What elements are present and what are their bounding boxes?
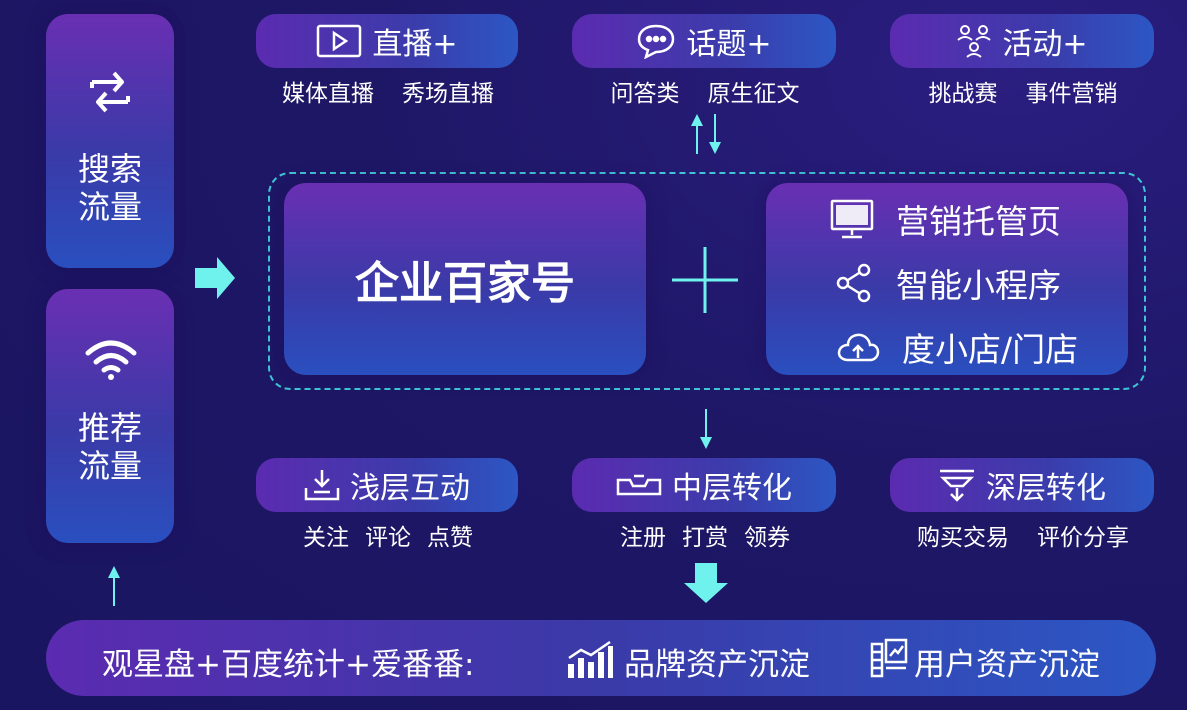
service-label: 营销托管页 [896, 202, 1061, 241]
activity-pill: 活动+ [890, 14, 1154, 68]
live-stream-subs: 媒体直播 秀场直播 [258, 74, 518, 108]
people-network-icon [956, 23, 992, 59]
search-traffic-label: 搜索流量 [77, 150, 142, 226]
deep-title: 深层转化 [986, 471, 1106, 506]
service-row-store: 度小店/门店 [836, 323, 1078, 371]
live-stream-title: 直播+ [372, 27, 458, 62]
arrow-down-icon [700, 409, 712, 453]
sub-item: 问答类 [610, 81, 680, 107]
recommend-traffic-card: 推荐流量 [46, 289, 174, 543]
arrow-right-icon [195, 257, 235, 303]
shallow-subs: 关注评论点赞 [258, 518, 518, 552]
deep-subs: 购买交易 评价分享 [892, 518, 1154, 552]
sub-item: 注册 [620, 525, 666, 551]
sub-item: 领券 [744, 525, 790, 551]
sub-item: 点赞 [427, 525, 473, 551]
share-icon [834, 262, 874, 304]
swap-arrows-icon [84, 66, 136, 118]
sub-item: 原生征文 [707, 81, 800, 107]
topic-pill: 话题+ [572, 14, 836, 68]
sub-item: 挑战赛 [928, 81, 998, 107]
user-asset-label: 用户资产沉淀 [914, 647, 1100, 683]
tray-icon [616, 472, 662, 498]
service-row-marketing: 营销托管页 [830, 195, 1061, 243]
monitor-icon [830, 199, 874, 239]
user-asset-icon [870, 638, 908, 678]
activity-title: 活动+ [1002, 27, 1088, 62]
sub-item: 事件营销 [1025, 81, 1118, 107]
service-label: 度小店/门店 [902, 330, 1079, 369]
big-arrow-down-icon [684, 563, 728, 607]
enterprise-baijiahao-card: 企业百家号 [284, 183, 646, 375]
tools-label: 观星盘+百度统计+爱番番: [102, 647, 475, 683]
live-stream-pill: 直播+ [256, 14, 518, 68]
play-icon [316, 24, 362, 58]
topic-title: 话题+ [686, 27, 772, 62]
brand-asset-label: 品牌资产沉淀 [624, 647, 810, 683]
analytics-bar: 观星盘+百度统计+爱番番: 品牌资产沉淀 用户资产沉淀 [46, 620, 1156, 696]
download-tray-icon [304, 468, 340, 502]
funnel-icon [938, 468, 976, 502]
mid-conversion-pill: 中层转化 [572, 458, 836, 512]
sub-item: 媒体直播 [282, 81, 374, 107]
cloud-icon [836, 330, 880, 364]
shallow-interaction-pill: 浅层互动 [256, 458, 518, 512]
sub-item: 关注 [303, 525, 349, 551]
sub-item: 购买交易 [917, 525, 1009, 551]
services-card: 营销托管页 智能小程序 度小店/门店 [766, 183, 1128, 375]
center-title: 企业百家号 [355, 258, 575, 309]
service-row-miniprogram: 智能小程序 [834, 259, 1061, 307]
topic-subs: 问答类 原生征文 [574, 74, 836, 108]
activity-subs: 挑战赛 事件营销 [892, 74, 1154, 108]
shallow-title: 浅层互动 [350, 471, 470, 506]
arrow-up-icon [108, 566, 120, 610]
search-traffic-card: 搜索流量 [46, 14, 174, 268]
wifi-icon [84, 337, 138, 381]
core-dashed-frame [268, 172, 1146, 390]
up-down-arrows-icon [688, 112, 724, 160]
sub-item: 秀场直播 [402, 81, 494, 107]
plus-icon [672, 247, 738, 317]
chat-bubble-icon [636, 23, 676, 59]
mid-title: 中层转化 [672, 471, 792, 506]
bar-chart-icon [566, 640, 614, 678]
sub-item: 评价分享 [1037, 525, 1129, 551]
mid-subs: 注册打赏领券 [574, 518, 836, 552]
deep-conversion-pill: 深层转化 [890, 458, 1154, 512]
sub-item: 评论 [365, 525, 411, 551]
recommend-traffic-label: 推荐流量 [77, 409, 142, 485]
service-label: 智能小程序 [896, 266, 1061, 305]
sub-item: 打赏 [682, 525, 728, 551]
